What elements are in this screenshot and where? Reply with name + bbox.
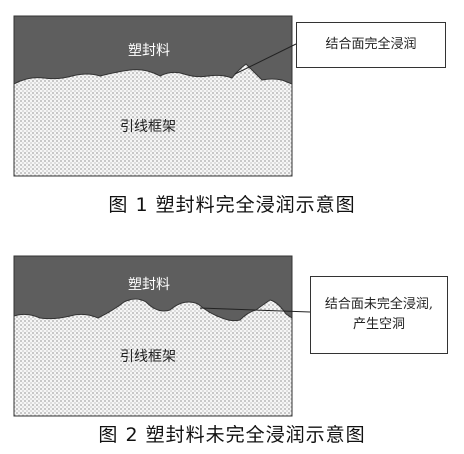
callout-box-1: 结合面完全浸润 [296,22,446,68]
figure-1 [13,15,297,177]
lead-frame-region-1 [13,63,293,177]
lead-frame-region-2 [13,298,293,417]
lead-frame-label-2: 引线框架 [120,349,176,365]
callout-leader-2 [199,307,311,313]
figure-2 [13,255,311,417]
callout-leader-1 [234,43,297,75]
callout-text-2-line2: 产生空洞 [352,317,405,332]
figure-1-caption: 图 1 塑封料完全浸润示意图 [108,194,356,216]
callout-box-2: 结合面未完全浸润, 产生空洞 [310,276,448,354]
lead-frame-label-1: 引线框架 [120,119,176,135]
callout-text-2-line1: 结合面未完全浸润, [324,297,434,312]
callout-text-1: 结合面完全浸润 [325,37,417,52]
figure-2-caption: 图 2 塑封料未完全浸润示意图 [98,424,366,446]
mold-compound-label-2: 塑封料 [128,277,170,293]
mold-compound-label-1: 塑封料 [128,43,170,59]
